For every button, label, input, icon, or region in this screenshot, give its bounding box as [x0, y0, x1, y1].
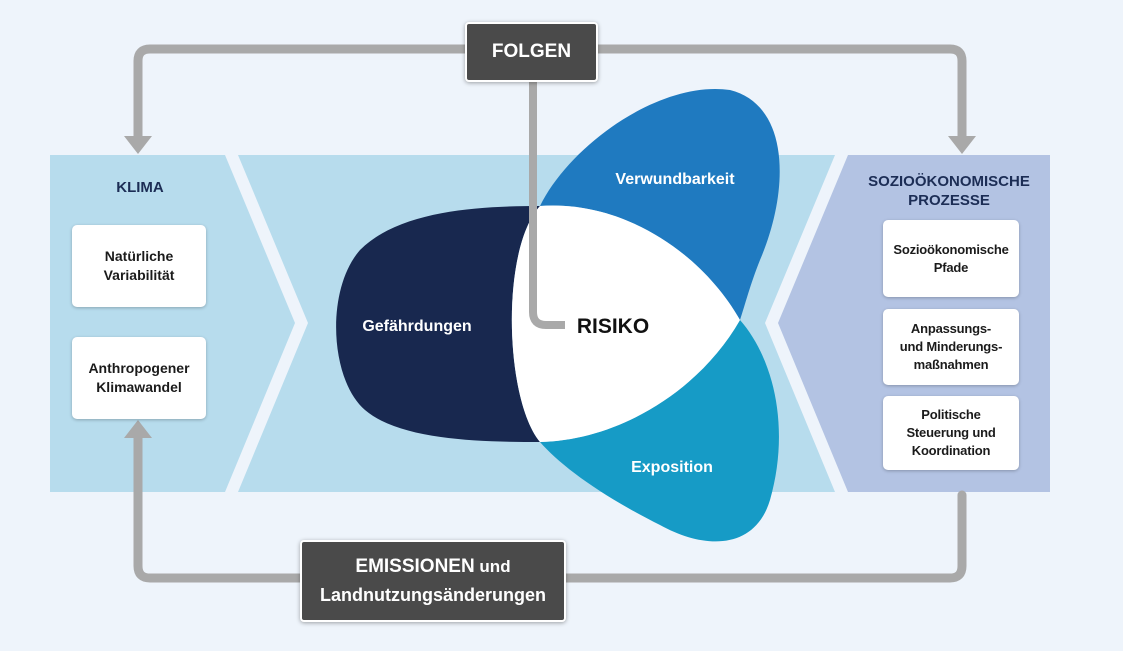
klima-item-anthropogener-klimawandel: Anthropogener Klimawandel: [72, 337, 206, 419]
emissionen-line2: Landnutzungsänderungen: [320, 585, 546, 605]
socio-title: SOZIOÖKONOMISCHE PROZESSE: [868, 173, 1030, 209]
label-gefaehrdungen: Gefährdungen: [362, 318, 471, 335]
folgen-to-risiko-line: [529, 80, 565, 329]
arrowhead-up-left: [124, 420, 152, 438]
arrow-emissionen-to-klima: [133, 429, 305, 583]
label-verwundbarkeit: Verwundbarkeit: [615, 171, 735, 188]
arrow-socio-to-emissionen: [560, 490, 967, 583]
klima-panel: [50, 155, 295, 492]
petal-verwundbarkeit: [540, 88, 780, 320]
arrowhead-down-right: [948, 136, 976, 154]
socio-item-anpassung: Anpassungs- und Minderungs- maßnahmen: [883, 309, 1019, 385]
klima-title: KLIMA: [116, 179, 164, 196]
arrow-folgen-to-socio: [593, 44, 967, 143]
petal-gefaehrdungen: [336, 206, 540, 442]
arrow-heads: [124, 136, 976, 438]
arrowhead-down-left: [124, 136, 152, 154]
folgen-label: FOLGEN: [491, 41, 572, 62]
petal-exposition: [540, 320, 779, 542]
socio-item-politische-steuerung: Politische Steuerung und Koordination: [883, 396, 1019, 470]
label-risiko: RISIKO: [577, 315, 649, 338]
emissionen-box: EMISSIONEN und Landnutzungsänderungen: [300, 540, 566, 622]
emissionen-line1: EMISSIONEN und: [355, 553, 510, 581]
arrow-folgen-to-klima: [133, 44, 470, 143]
socio-item-pfade: Sozioökonomische Pfade: [883, 220, 1019, 297]
label-exposition: Exposition: [631, 459, 713, 476]
emissionen-und: und: [474, 557, 511, 576]
emissionen-label: EMISSIONEN: [355, 556, 475, 577]
risiko-center: [511, 205, 740, 442]
folgen-box: FOLGEN: [465, 22, 598, 82]
connector-arrows: [133, 44, 967, 583]
klima-item-natuerliche-variabilitaet: Natürliche Variabilität: [72, 225, 206, 307]
